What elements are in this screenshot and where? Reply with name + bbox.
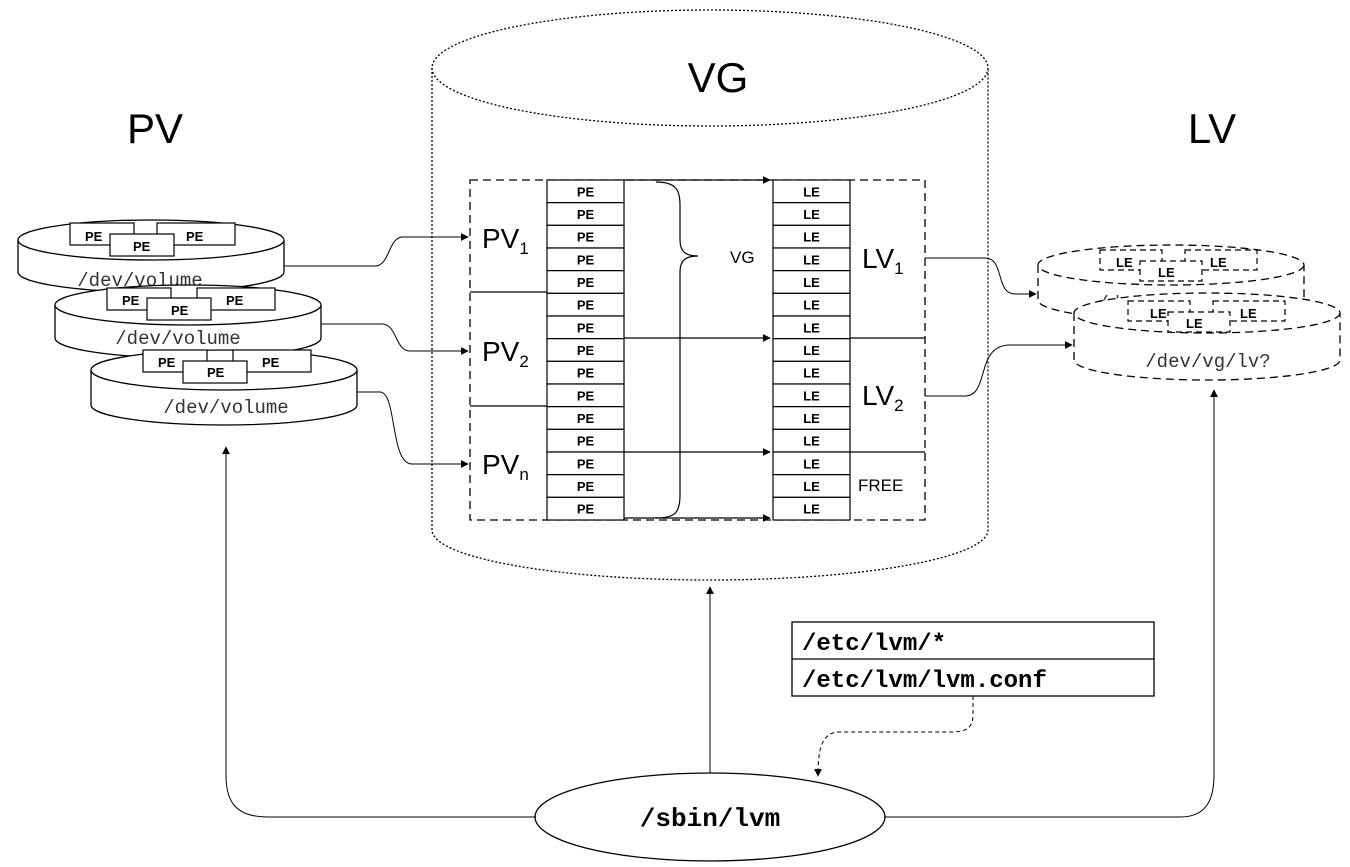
pe-label: PE (577, 207, 595, 222)
le-column: LE LE LE LE LE LE LE LE LE LE LE LE LE LE LE (772, 179, 851, 521)
pe-label: PE (577, 252, 595, 267)
le-label: LE (803, 320, 820, 335)
svg-text:PE: PE (262, 355, 280, 370)
le-label: LE (803, 456, 820, 471)
pe-cell (546, 496, 625, 521)
le-label: LE (803, 479, 820, 494)
config-files-box: /etc/lvm/* /etc/lvm/lvm.conf (791, 621, 1155, 697)
le-label: LE (803, 275, 820, 290)
pe-column: PE PE PE PE PE PE PE PE PE PE PE PE PE PE PE (546, 179, 625, 521)
lv2-label: LV2 (862, 380, 904, 415)
svg-text:PE: PE (122, 293, 140, 308)
svg-text:PE: PE (133, 239, 151, 254)
pe-label: PE (577, 184, 595, 199)
pv-disk: PE PE PE /dev/volume (54, 284, 322, 359)
le-label: LE (803, 298, 820, 313)
config-file-glob: /etc/lvm/* (802, 631, 946, 658)
le-cell (772, 496, 851, 521)
vg-brace-label: VG (730, 248, 755, 267)
pe-to-le-arrows (624, 176, 771, 522)
le-label: LE (803, 366, 820, 381)
pv-disk: PE PE PE /dev/volume (90, 349, 358, 426)
lv-to-disk-arrows (925, 257, 1073, 397)
volume-group-cylinder (431, 9, 989, 581)
svg-text:LE: LE (1158, 265, 1175, 280)
svg-text:PE: PE (186, 229, 204, 244)
svg-text:LE: LE (1186, 316, 1203, 331)
le-label: LE (803, 207, 820, 222)
le-label: LE (803, 184, 820, 199)
pv-heading: PV (127, 105, 183, 152)
pe-label: PE (577, 479, 595, 494)
pe-label: PE (577, 388, 595, 403)
pe-label: PE (577, 343, 595, 358)
le-label: LE (803, 434, 820, 449)
vg-contents-box (469, 179, 926, 521)
pv-disk: PE PE PE /dev/volume (17, 219, 285, 293)
pe-label: PE (577, 502, 595, 517)
tool-arrows (222, 389, 1218, 818)
svg-text:PE: PE (158, 355, 176, 370)
pe-label: PE (577, 320, 595, 335)
vg-heading: VG (688, 54, 749, 101)
pe-label: PE (577, 298, 595, 313)
lv-heading: LV (1188, 105, 1236, 152)
pe-label: PE (577, 434, 595, 449)
le-label: LE (803, 502, 820, 517)
le-label: LE (803, 252, 820, 267)
pe-label: PE (577, 411, 595, 426)
lv1-label: LV1 (862, 243, 904, 278)
free-label: FREE (858, 476, 903, 495)
svg-text:LE: LE (1210, 255, 1227, 270)
svg-text:LE: LE (1240, 306, 1257, 321)
le-label: LE (803, 230, 820, 245)
lvm-tool-label: /sbin/lvm (640, 804, 780, 834)
lvm-tool: /sbin/lvm (534, 772, 886, 862)
lv-device-path: /dev/vg/lv? (1145, 351, 1270, 373)
pv1-label: PV1 (482, 223, 529, 258)
pe-label: PE (577, 275, 595, 290)
le-label: LE (803, 411, 820, 426)
svg-text:PE: PE (226, 293, 244, 308)
pv-device-path: /dev/volume (115, 328, 240, 350)
le-label: LE (803, 343, 820, 358)
svg-text:PE: PE (207, 365, 225, 380)
pv-to-vg-arrows (284, 233, 469, 468)
config-to-tool-arrow (814, 696, 974, 777)
pv2-label: PV2 (482, 336, 529, 371)
svg-text:PE: PE (171, 303, 189, 318)
pvn-label: PVn (482, 449, 529, 484)
svg-text:LE: LE (1150, 306, 1167, 321)
svg-text:LE: LE (1116, 255, 1133, 270)
le-label: LE (803, 388, 820, 403)
pe-label: PE (577, 366, 595, 381)
vg-brace (655, 181, 699, 519)
lv-disk: LE LE LE /dev/vg/lv? (1073, 292, 1341, 381)
config-file-lvm-conf: /etc/lvm/lvm.conf (802, 668, 1047, 695)
pv-device-path: /dev/volume (163, 397, 288, 419)
pe-label: PE (577, 456, 595, 471)
svg-text:PE: PE (85, 229, 103, 244)
pe-label: PE (577, 230, 595, 245)
